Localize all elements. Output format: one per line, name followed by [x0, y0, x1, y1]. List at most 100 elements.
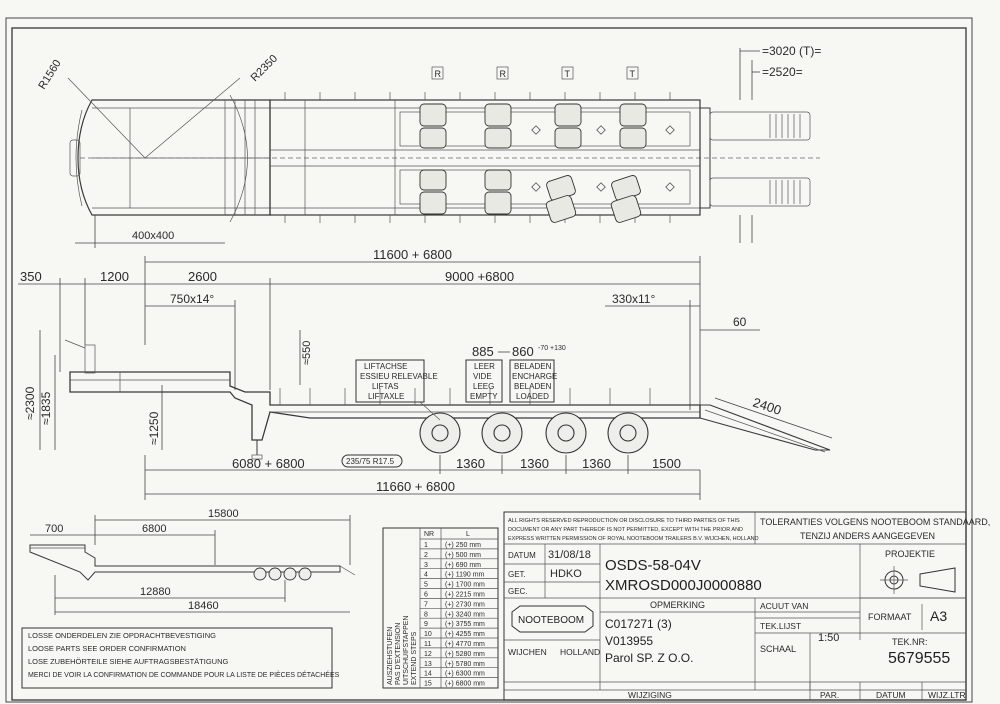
dim-1500: 1500	[652, 456, 681, 471]
axle-spacing: 1360	[582, 456, 611, 471]
brand-name: NOOTEBOOM	[518, 615, 584, 626]
serial-number: XMROSD000J0000880	[605, 577, 762, 594]
projektie-label: PROJEKTIE	[885, 549, 935, 559]
opmerking-label: OPMERKING	[650, 600, 705, 610]
liftachse-label: LIFTACHSE	[364, 362, 407, 371]
opmerking-line: Parol SP. Z O.O.	[605, 651, 693, 665]
height-2300: ≈2300	[23, 386, 37, 420]
ext-side-label: EXTEND STEPS	[411, 631, 418, 685]
ext-row-length: (+) 2215 mm	[445, 592, 485, 599]
formaat-label: FORMAAT	[868, 612, 912, 622]
ext-row-length: (+) 4255 mm	[445, 631, 485, 638]
ext-row-length: (+) 500 mm	[445, 552, 481, 559]
model-number: OSDS-58-04V	[605, 557, 701, 574]
ext-row-nr: 3	[424, 562, 428, 569]
footer-wijzltr: WIJZ.LTR	[928, 690, 966, 700]
extension-steps-table: AUSZIEHSTUFEN PAS D'EXTENSION UITSCHUIFS…	[382, 527, 499, 689]
dim-1200: 1200	[100, 269, 129, 284]
beladen-label: LOADED	[516, 392, 549, 401]
ext-row-length: (+) 4770 mm	[445, 641, 485, 648]
ext-row-length: (+) 690 mm	[445, 562, 481, 569]
note-line: LOSE ZUBEHÖRTEILE SIEHE AUFTRAGSBESTÄTIG…	[28, 657, 228, 666]
opmerking-line: V013955	[605, 634, 653, 648]
side-view: 11600 + 6800 350 1200 2600 9000 +6800 75…	[18, 247, 833, 500]
axle-marker: R	[500, 69, 507, 79]
ext-row-nr: 7	[424, 601, 428, 608]
wijchen-label: WIJCHEN	[508, 647, 547, 657]
ext-row-length: (+) 6300 mm	[445, 671, 485, 678]
rear-width-3020: =3020 (T)=	[762, 44, 821, 58]
axle-spacing: 1360	[456, 456, 485, 471]
holland-label: HOLLAND	[560, 647, 600, 657]
dim-18460: 18460	[188, 600, 219, 612]
angle-rear: 330x11°	[612, 292, 655, 306]
sheet-border-outer	[5, 17, 973, 703]
rights-line: EXPRESS WRITTEN PERMISSION OF ROYAL NOOT…	[508, 536, 759, 542]
ext-side-label: PAS D'EXTENSION	[395, 623, 402, 685]
dim-6800-small: 6800	[142, 523, 166, 535]
nooteboom-logo	[511, 605, 594, 633]
ext-row-nr: 6	[424, 592, 428, 599]
get-value: HDKO	[550, 568, 582, 580]
ext-row-nr: 1	[424, 542, 428, 549]
dim-overall-top: 11600 + 6800	[373, 247, 452, 262]
ext-row-nr: 12	[424, 651, 432, 658]
projection-cone	[919, 567, 956, 593]
teknr-value: 5679555	[888, 650, 950, 667]
rights-line: ALL RIGHTS RESERVED REPRODUCTION OR DISC…	[508, 518, 740, 524]
ext-row-length: (+) 6800 mm	[445, 681, 485, 688]
leer-label: EMPTY	[470, 392, 498, 401]
deck-885: 885	[472, 344, 494, 359]
ext-row-nr: 2	[424, 552, 428, 559]
rear-width-2520: =2520=	[762, 65, 803, 79]
ext-row-nr: 5	[424, 582, 428, 589]
dim-550: ≈550	[301, 341, 313, 365]
ext-row-nr: 14	[424, 671, 432, 678]
dim-6080: 6080 + 6800	[232, 456, 305, 471]
ext-row-nr: 11	[424, 641, 431, 648]
angle-front: 750x14°	[170, 292, 214, 306]
ext-row-nr: 4	[424, 572, 428, 579]
height-1835: ≈1835	[39, 391, 53, 425]
gec-label: GEC.	[508, 587, 528, 596]
dim-350: 350	[20, 269, 42, 284]
plan-axle-wheels	[419, 103, 647, 223]
ext-header-l: L	[466, 531, 470, 538]
dim-700: 700	[45, 523, 63, 535]
deck-860: 860	[512, 344, 534, 359]
ext-row-nr: 15	[424, 681, 432, 688]
leer-label: VIDE	[473, 372, 492, 381]
ext-row-length: (+) 2730 mm	[445, 601, 485, 608]
datum-value: 31/08/18	[548, 549, 591, 561]
leer-label: LEER	[474, 362, 495, 371]
axle-marker: T	[565, 69, 571, 79]
get-label: GET.	[508, 570, 526, 579]
height-1250: ≈1250	[147, 411, 161, 445]
side-wheels	[419, 412, 649, 454]
liftachse-label: LIFTAXLE	[368, 392, 404, 401]
tolerance-line: TOLERANTIES VOLGENS NOOTEBOOM STANDAARD,	[760, 517, 990, 527]
ext-row-nr: 9	[424, 621, 428, 628]
teklijst-label: TEK.LIJST	[760, 621, 801, 631]
ext-side-label: UITSCHUIFSTAPPEN	[403, 616, 410, 686]
ext-row-nr: 8	[424, 611, 428, 618]
ext-row-length: (+) 3240 mm	[445, 611, 485, 618]
footer-datum: DATUM	[876, 690, 906, 700]
dim-60: 60	[733, 315, 747, 329]
schaal-label: SCHAAL	[760, 644, 796, 654]
dim-overall-bottom: 11660 + 6800	[376, 479, 455, 494]
sheet-border-inner	[11, 27, 967, 701]
ext-row-length: (+) 1700 mm	[445, 582, 485, 589]
note-line: MERCI DE VOIR LA CONFIRMATION DE COMMAND…	[28, 670, 340, 679]
width-400x400: 400x400	[132, 230, 174, 242]
footer-wijziging: WIJZIGING	[628, 690, 672, 700]
tolerance-line: TENZIJ ANDERS AANGEGEVEN	[800, 531, 935, 541]
dim-15800: 15800	[208, 508, 239, 520]
datum-label: DATUM	[508, 551, 536, 560]
dim-12880: 12880	[140, 586, 171, 598]
beladen-label: BELADEN	[514, 362, 552, 371]
ext-row-length: (+) 5780 mm	[445, 661, 485, 668]
ext-side-label: AUSZIEHSTUFEN	[387, 627, 394, 685]
opmerking-line: C017271 (3)	[605, 617, 672, 631]
